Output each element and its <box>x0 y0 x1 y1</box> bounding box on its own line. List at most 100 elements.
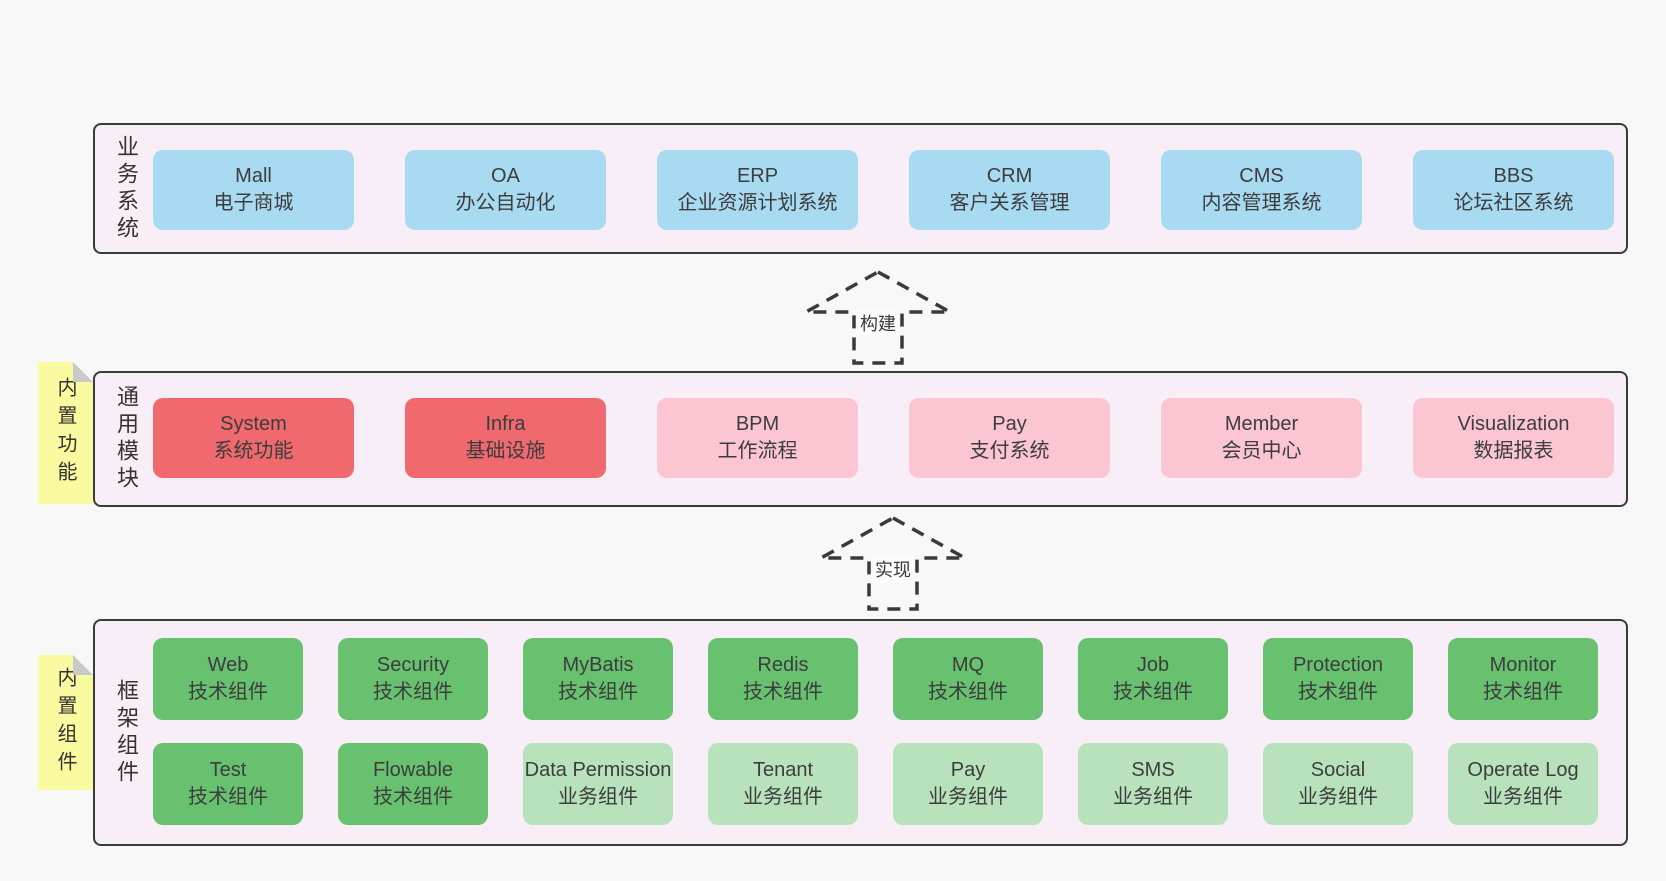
box-title: Operate Log <box>1467 759 1579 781</box>
box-title: Job <box>1136 654 1170 676</box>
box-title: Web <box>207 654 249 676</box>
box-subtitle: 技术组件 <box>373 681 453 703</box>
arrow-up-implement-icon: 实现 <box>815 512 971 616</box>
box-bbs: BBS 论坛社区系统 <box>1413 150 1614 230</box>
box-title: Mall <box>235 165 272 187</box>
arrow-up-build-icon: 构建 <box>800 266 956 370</box>
box-subtitle: 工作流程 <box>717 440 798 462</box>
box-job: Job 技术组件 <box>1078 638 1228 720</box>
box-subtitle: 业务组件 <box>1113 786 1193 808</box>
box-title: OA <box>491 165 520 187</box>
layer-modules-label: 通用模块 <box>114 385 139 493</box>
box-subtitle: 办公自动化 <box>455 192 556 214</box>
box-flowable: Flowable 技术组件 <box>338 743 488 825</box>
arrow-implement-label: 实现 <box>872 555 914 583</box>
box-subtitle: 技术组件 <box>1113 681 1193 703</box>
box-title: CMS <box>1239 165 1284 187</box>
box-subtitle: 技术组件 <box>188 786 268 808</box>
box-title: Security <box>376 654 450 676</box>
box-title: MyBatis <box>562 654 634 676</box>
box-sms: SMS 业务组件 <box>1078 743 1228 825</box>
box-subtitle: 业务组件 <box>1298 786 1378 808</box>
box-subtitle: 支付系统 <box>969 440 1050 462</box>
box-title: SMS <box>1131 759 1175 781</box>
box-row: System 系统功能 Infra 基础设施 BPM 工作流程 Pay 支付系统… <box>153 398 1614 478</box>
box-subtitle: 会员中心 <box>1221 440 1302 462</box>
box-subtitle: 技术组件 <box>373 786 453 808</box>
box-crm: CRM 客户关系管理 <box>909 150 1110 230</box>
box-subtitle: 企业资源计划系统 <box>677 192 838 214</box>
box-subtitle: 数据报表 <box>1473 440 1554 462</box>
box-title: Flowable <box>372 759 454 781</box>
note-builtin-features: 内置功能 <box>38 362 93 504</box>
box-subtitle: 业务组件 <box>558 786 638 808</box>
box-bpm: BPM 工作流程 <box>657 398 858 478</box>
box-title: Visualization <box>1457 413 1570 435</box>
layer-business-systems: 业务系统 Mall 电子商城 OA 办公自动化 ERP 企业资源计划系统 CRM… <box>93 123 1628 254</box>
box-subtitle: 论坛社区系统 <box>1453 192 1574 214</box>
layer-business-label: 业务系统 <box>114 134 139 243</box>
box-subtitle: 技术组件 <box>743 681 823 703</box>
box-operate-log: Operate Log 业务组件 <box>1448 743 1598 825</box>
box-member: Member 会员中心 <box>1161 398 1362 478</box>
box-protection: Protection 技术组件 <box>1263 638 1413 720</box>
box-title: Data Permission <box>524 759 672 781</box>
box-title: Redis <box>757 654 809 676</box>
layer-framework-components: 框架组件 Web 技术组件 Security 技术组件 MyBatis 技术组件… <box>93 619 1628 846</box>
layer-framework-label: 框架组件 <box>114 678 139 787</box>
box-security: Security 技术组件 <box>338 638 488 720</box>
note-builtin-components: 内置组件 <box>38 655 93 790</box>
box-title: Social <box>1310 759 1366 781</box>
box-mybatis: MyBatis 技术组件 <box>523 638 673 720</box>
box-title: System <box>220 413 287 435</box>
box-subtitle: 技术组件 <box>558 681 638 703</box>
layer-common-modules: 通用模块 System 系统功能 Infra 基础设施 BPM 工作流程 Pay… <box>93 371 1628 507</box>
box-subtitle: 业务组件 <box>743 786 823 808</box>
box-title: Member <box>1224 413 1299 435</box>
box-subtitle: 客户关系管理 <box>949 192 1070 214</box>
box-infra: Infra 基础设施 <box>405 398 606 478</box>
box-redis: Redis 技术组件 <box>708 638 858 720</box>
box-subtitle: 技术组件 <box>1483 681 1563 703</box>
box-test: Test 技术组件 <box>153 743 303 825</box>
box-title: Pay <box>950 759 986 781</box>
box-subtitle: 技术组件 <box>928 681 1008 703</box>
box-erp: ERP 企业资源计划系统 <box>657 150 858 230</box>
box-web: Web 技术组件 <box>153 638 303 720</box>
box-tenant: Tenant 业务组件 <box>708 743 858 825</box>
box-subtitle: 系统功能 <box>213 440 294 462</box>
box-subtitle: 业务组件 <box>928 786 1008 808</box>
box-title: Tenant <box>752 759 814 781</box>
box-title: ERP <box>736 165 779 187</box>
box-pay: Pay 支付系统 <box>909 398 1110 478</box>
box-title: Pay <box>992 413 1027 435</box>
box-row: Test 技术组件 Flowable 技术组件 Data Permission … <box>153 743 1598 825</box>
box-mq: MQ 技术组件 <box>893 638 1043 720</box>
box-title: BBS <box>1493 165 1534 187</box>
box-title: Monitor <box>1489 654 1557 676</box>
box-title: Protection <box>1292 654 1384 676</box>
box-mall: Mall 电子商城 <box>153 150 354 230</box>
box-social: Social 业务组件 <box>1263 743 1413 825</box>
box-title: Infra <box>485 413 526 435</box>
box-monitor: Monitor 技术组件 <box>1448 638 1598 720</box>
box-oa: OA 办公自动化 <box>405 150 606 230</box>
note-builtin-components-label: 内置组件 <box>54 666 76 779</box>
box-cms: CMS 内容管理系统 <box>1161 150 1362 230</box>
box-pay-biz: Pay 业务组件 <box>893 743 1043 825</box>
note-builtin-features-label: 内置功能 <box>54 377 76 489</box>
box-subtitle: 基础设施 <box>465 440 546 462</box>
box-row: Web 技术组件 Security 技术组件 MyBatis 技术组件 Redi… <box>153 638 1598 720</box>
box-subtitle: 电子商城 <box>213 192 294 214</box>
box-title: CRM <box>986 165 1033 187</box>
box-system: System 系统功能 <box>153 398 354 478</box>
box-row: Mall 电子商城 OA 办公自动化 ERP 企业资源计划系统 CRM 客户关系… <box>153 150 1614 230</box>
box-subtitle: 技术组件 <box>188 681 268 703</box>
box-title: MQ <box>951 654 985 676</box>
box-subtitle: 内容管理系统 <box>1201 192 1322 214</box>
box-title: Test <box>209 759 247 781</box>
box-data-permission: Data Permission 业务组件 <box>523 743 673 825</box>
box-subtitle: 技术组件 <box>1298 681 1378 703</box>
box-title: BPM <box>735 413 780 435</box>
